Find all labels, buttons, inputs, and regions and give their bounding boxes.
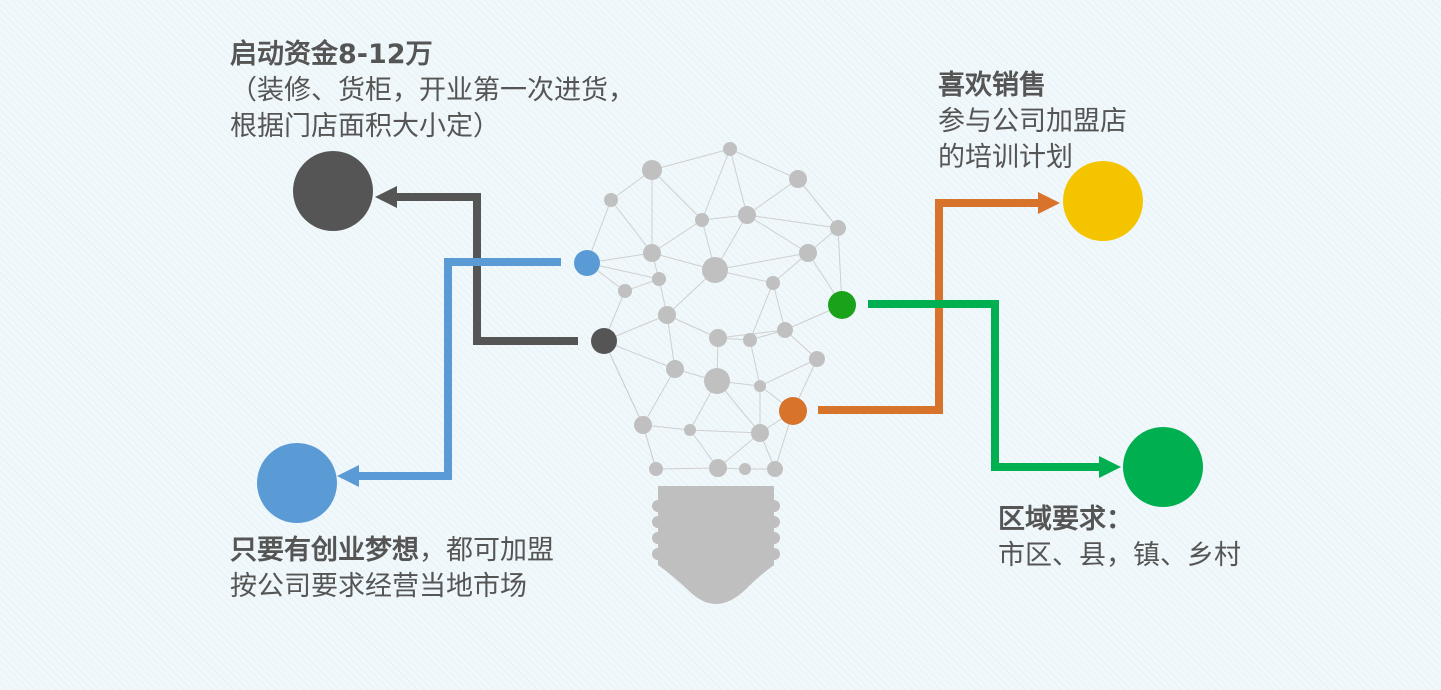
bulb-node bbox=[723, 142, 737, 156]
bulb-node bbox=[743, 333, 757, 347]
bulb-node-blue bbox=[574, 250, 600, 276]
sales-circle bbox=[1063, 161, 1143, 241]
bulb-node bbox=[642, 160, 662, 180]
dream-line1: 按公司要求经营当地市场 bbox=[230, 571, 527, 602]
bulb-edge bbox=[717, 432, 761, 469]
dream-title: 只要有创业梦想 bbox=[230, 535, 419, 566]
bulb-node bbox=[751, 424, 769, 442]
bulb-network-edges bbox=[586, 148, 843, 470]
bulb-edge bbox=[746, 178, 799, 216]
bulb-edge bbox=[689, 429, 761, 434]
bulb-node bbox=[767, 461, 783, 477]
capital-circle bbox=[293, 151, 373, 231]
bulb-edge bbox=[714, 252, 809, 271]
bulb-node bbox=[739, 463, 751, 475]
capital-title: 启动资金8-12万 bbox=[230, 39, 433, 70]
bulb-node bbox=[618, 284, 632, 298]
bulb-node bbox=[684, 424, 696, 436]
sales-title: 喜欢销售 bbox=[938, 70, 1046, 101]
bulb-edge bbox=[746, 214, 839, 229]
bulb-edge bbox=[797, 178, 839, 229]
bulb-node bbox=[709, 459, 727, 477]
bulb-edge bbox=[772, 282, 786, 331]
bulb-edge bbox=[749, 339, 761, 387]
bulb-edge bbox=[666, 314, 719, 339]
bulb-edge bbox=[729, 148, 799, 180]
sales-text-block: 喜欢销售 参与公司加盟店 的培训计划 bbox=[938, 68, 1127, 176]
bulb-node bbox=[766, 276, 780, 290]
bulb-node bbox=[702, 257, 728, 283]
bulb-node bbox=[789, 170, 807, 188]
bulb-node bbox=[809, 351, 825, 367]
region-text-block: 区域要求： 市区、县，镇、乡村 bbox=[998, 502, 1241, 574]
region-circle bbox=[1123, 427, 1203, 507]
bulb-node bbox=[652, 272, 666, 286]
capital-text-block: 启动资金8-12万 （装修、货柜，开业第一次进货， 根据门店面积大小定） bbox=[230, 37, 635, 145]
bulb-edge bbox=[651, 148, 731, 171]
bulb-node-green bbox=[828, 291, 856, 319]
bulb-node bbox=[649, 462, 663, 476]
bulb-edge bbox=[729, 148, 748, 216]
bulb-base bbox=[652, 486, 780, 604]
bulb-edge bbox=[701, 148, 731, 221]
connector-region bbox=[868, 300, 1121, 478]
connector-capital bbox=[375, 186, 578, 345]
bulb-edge bbox=[746, 214, 809, 254]
bulb-node bbox=[695, 213, 709, 227]
capital-line2: 根据门店面积大小定） bbox=[230, 111, 500, 142]
bulb-network-nodes bbox=[604, 142, 846, 477]
connector-dream bbox=[337, 258, 561, 487]
bulb-node bbox=[777, 322, 793, 338]
bulb-node-gray bbox=[591, 328, 617, 354]
sales-line1: 参与公司加盟店 bbox=[938, 106, 1127, 137]
bulb-edge bbox=[651, 169, 703, 221]
bulb-edge bbox=[655, 467, 719, 470]
bulb-edge bbox=[759, 358, 818, 387]
bulb-node bbox=[754, 380, 766, 392]
bulb-edge bbox=[666, 314, 676, 370]
capital-line1: （装修、货柜，开业第一次进货， bbox=[230, 75, 635, 106]
bulb-node bbox=[604, 193, 618, 207]
bulb-edge bbox=[642, 368, 676, 426]
region-line1: 市区、县，镇、乡村 bbox=[998, 540, 1241, 571]
bulb-edge bbox=[749, 282, 774, 341]
bulb-node bbox=[658, 306, 676, 324]
bulb-edge bbox=[603, 340, 644, 426]
bulb-node bbox=[830, 220, 846, 236]
bulb-node bbox=[643, 244, 661, 262]
region-title: 区域要求： bbox=[998, 504, 1133, 535]
bulb-node bbox=[799, 244, 817, 262]
bulb-node bbox=[738, 206, 756, 224]
bulb-node bbox=[666, 360, 684, 378]
dream-title-suffix: ，都可加盟 bbox=[419, 535, 554, 566]
dream-text-block: 只要有创业梦想，都可加盟 按公司要求经营当地市场 bbox=[230, 533, 554, 605]
bulb-node bbox=[704, 368, 730, 394]
dream-circle bbox=[257, 443, 337, 523]
bulb-node bbox=[709, 329, 727, 347]
sales-line2: 的培训计划 bbox=[938, 142, 1073, 173]
bulb-node bbox=[634, 416, 652, 434]
bulb-node-orange bbox=[779, 397, 807, 425]
bulb-edge bbox=[651, 219, 703, 254]
bulb-edge bbox=[610, 199, 653, 254]
